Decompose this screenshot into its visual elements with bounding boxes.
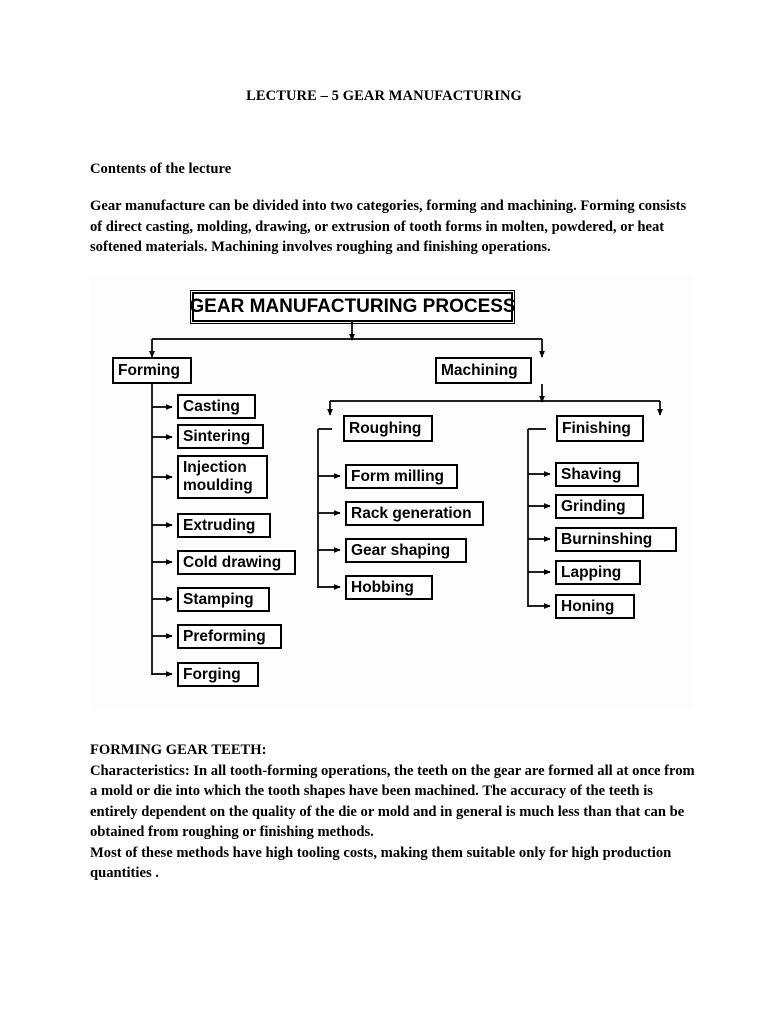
node-forming[interactable]: Forming bbox=[112, 357, 192, 384]
node-extruding[interactable]: Extruding bbox=[177, 513, 271, 538]
node-stamping[interactable]: Stamping bbox=[177, 587, 270, 612]
section-heading: FORMING GEAR TEETH: bbox=[90, 742, 267, 758]
node-lapping[interactable]: Lapping bbox=[555, 560, 641, 585]
tooling-paragraph: Most of these methods have high tooling … bbox=[90, 844, 672, 882]
node-grinding[interactable]: Grinding bbox=[555, 494, 644, 519]
forming-gear-teeth-section: FORMING GEAR TEETH: Characteristics: In … bbox=[90, 740, 698, 884]
node-forging[interactable]: Forging bbox=[177, 662, 259, 687]
contents-heading: Contents of the lecture bbox=[90, 161, 232, 177]
node-root[interactable]: GEAR MANUFACTURING PROCESS bbox=[189, 290, 516, 324]
node-finishing[interactable]: Finishing bbox=[556, 415, 644, 442]
node-injection-moulding[interactable]: Injection moulding bbox=[177, 455, 268, 499]
node-cold-drawing[interactable]: Cold drawing bbox=[177, 550, 296, 575]
node-casting[interactable]: Casting bbox=[177, 394, 256, 419]
page-title: LECTURE – 5 GEAR MANUFACTURING bbox=[246, 88, 522, 104]
node-burninshing[interactable]: Burninshing bbox=[555, 527, 677, 552]
node-form-milling[interactable]: Form milling bbox=[345, 464, 458, 489]
node-shaving[interactable]: Shaving bbox=[555, 462, 639, 487]
node-rack-generation[interactable]: Rack generation bbox=[345, 501, 484, 526]
flowchart-connectors bbox=[149, 322, 663, 677]
intro-paragraph: Gear manufacture can be divided into two… bbox=[90, 198, 687, 255]
gear-manufacturing-flowchart: GEAR MANUFACTURING PROCESS Forming Machi… bbox=[90, 277, 692, 709]
node-hobbing[interactable]: Hobbing bbox=[345, 575, 433, 600]
node-honing[interactable]: Honing bbox=[555, 594, 635, 619]
node-roughing[interactable]: Roughing bbox=[343, 415, 433, 442]
node-sintering[interactable]: Sintering bbox=[177, 424, 264, 449]
node-preforming[interactable]: Preforming bbox=[177, 624, 282, 649]
node-gear-shaping[interactable]: Gear shaping bbox=[345, 538, 467, 563]
characteristics-paragraph: Characteristics: In all tooth-forming op… bbox=[90, 762, 695, 841]
node-machining[interactable]: Machining bbox=[435, 357, 532, 384]
